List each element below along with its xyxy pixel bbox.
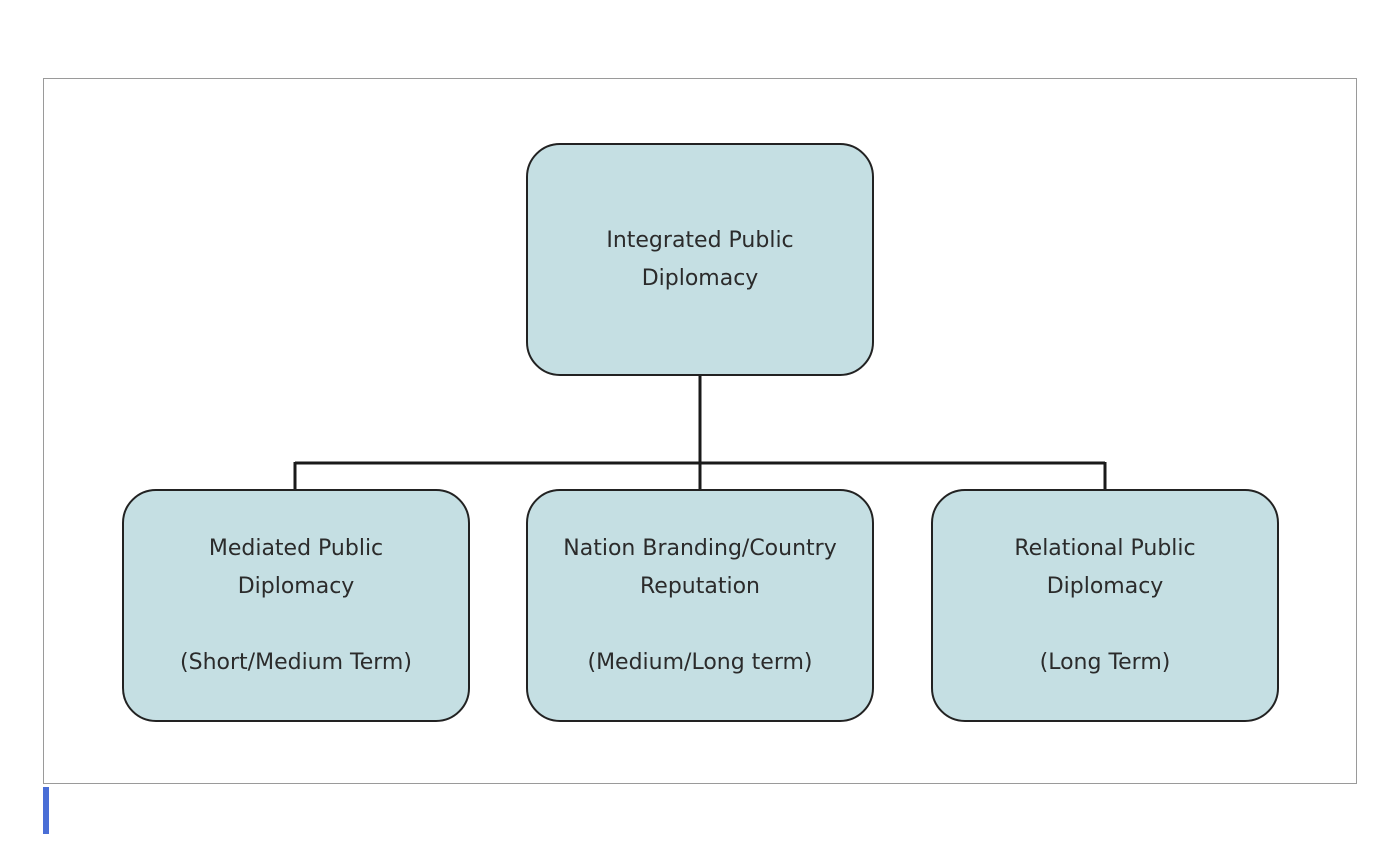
node-label-line: Integrated Public: [606, 227, 794, 253]
node-label-line: Relational Public: [1014, 535, 1196, 561]
accent-bar: [43, 787, 49, 834]
node-label-line: Diplomacy: [1046, 573, 1164, 599]
node-label-line: Reputation: [640, 573, 760, 599]
node-term-label: (Long Term): [1039, 649, 1171, 675]
node-label-line: Diplomacy: [641, 265, 759, 291]
node-mediated-public-diplomacy: Mediated Public Diplomacy (Short/Medium …: [122, 489, 470, 722]
node-label-line: Mediated Public: [208, 535, 384, 561]
node-label-line: Nation Branding/Country: [563, 535, 837, 561]
node-relational-public-diplomacy: Relational Public Diplomacy (Long Term): [931, 489, 1279, 722]
node-integrated-public-diplomacy: Integrated Public Diplomacy: [526, 143, 874, 376]
node-term-label: (Medium/Long term): [587, 649, 813, 675]
node-nation-branding-country-reputation: Nation Branding/Country Reputation (Medi…: [526, 489, 874, 722]
node-term-label: (Short/Medium Term): [180, 649, 412, 675]
node-label-line: Diplomacy: [237, 573, 355, 599]
